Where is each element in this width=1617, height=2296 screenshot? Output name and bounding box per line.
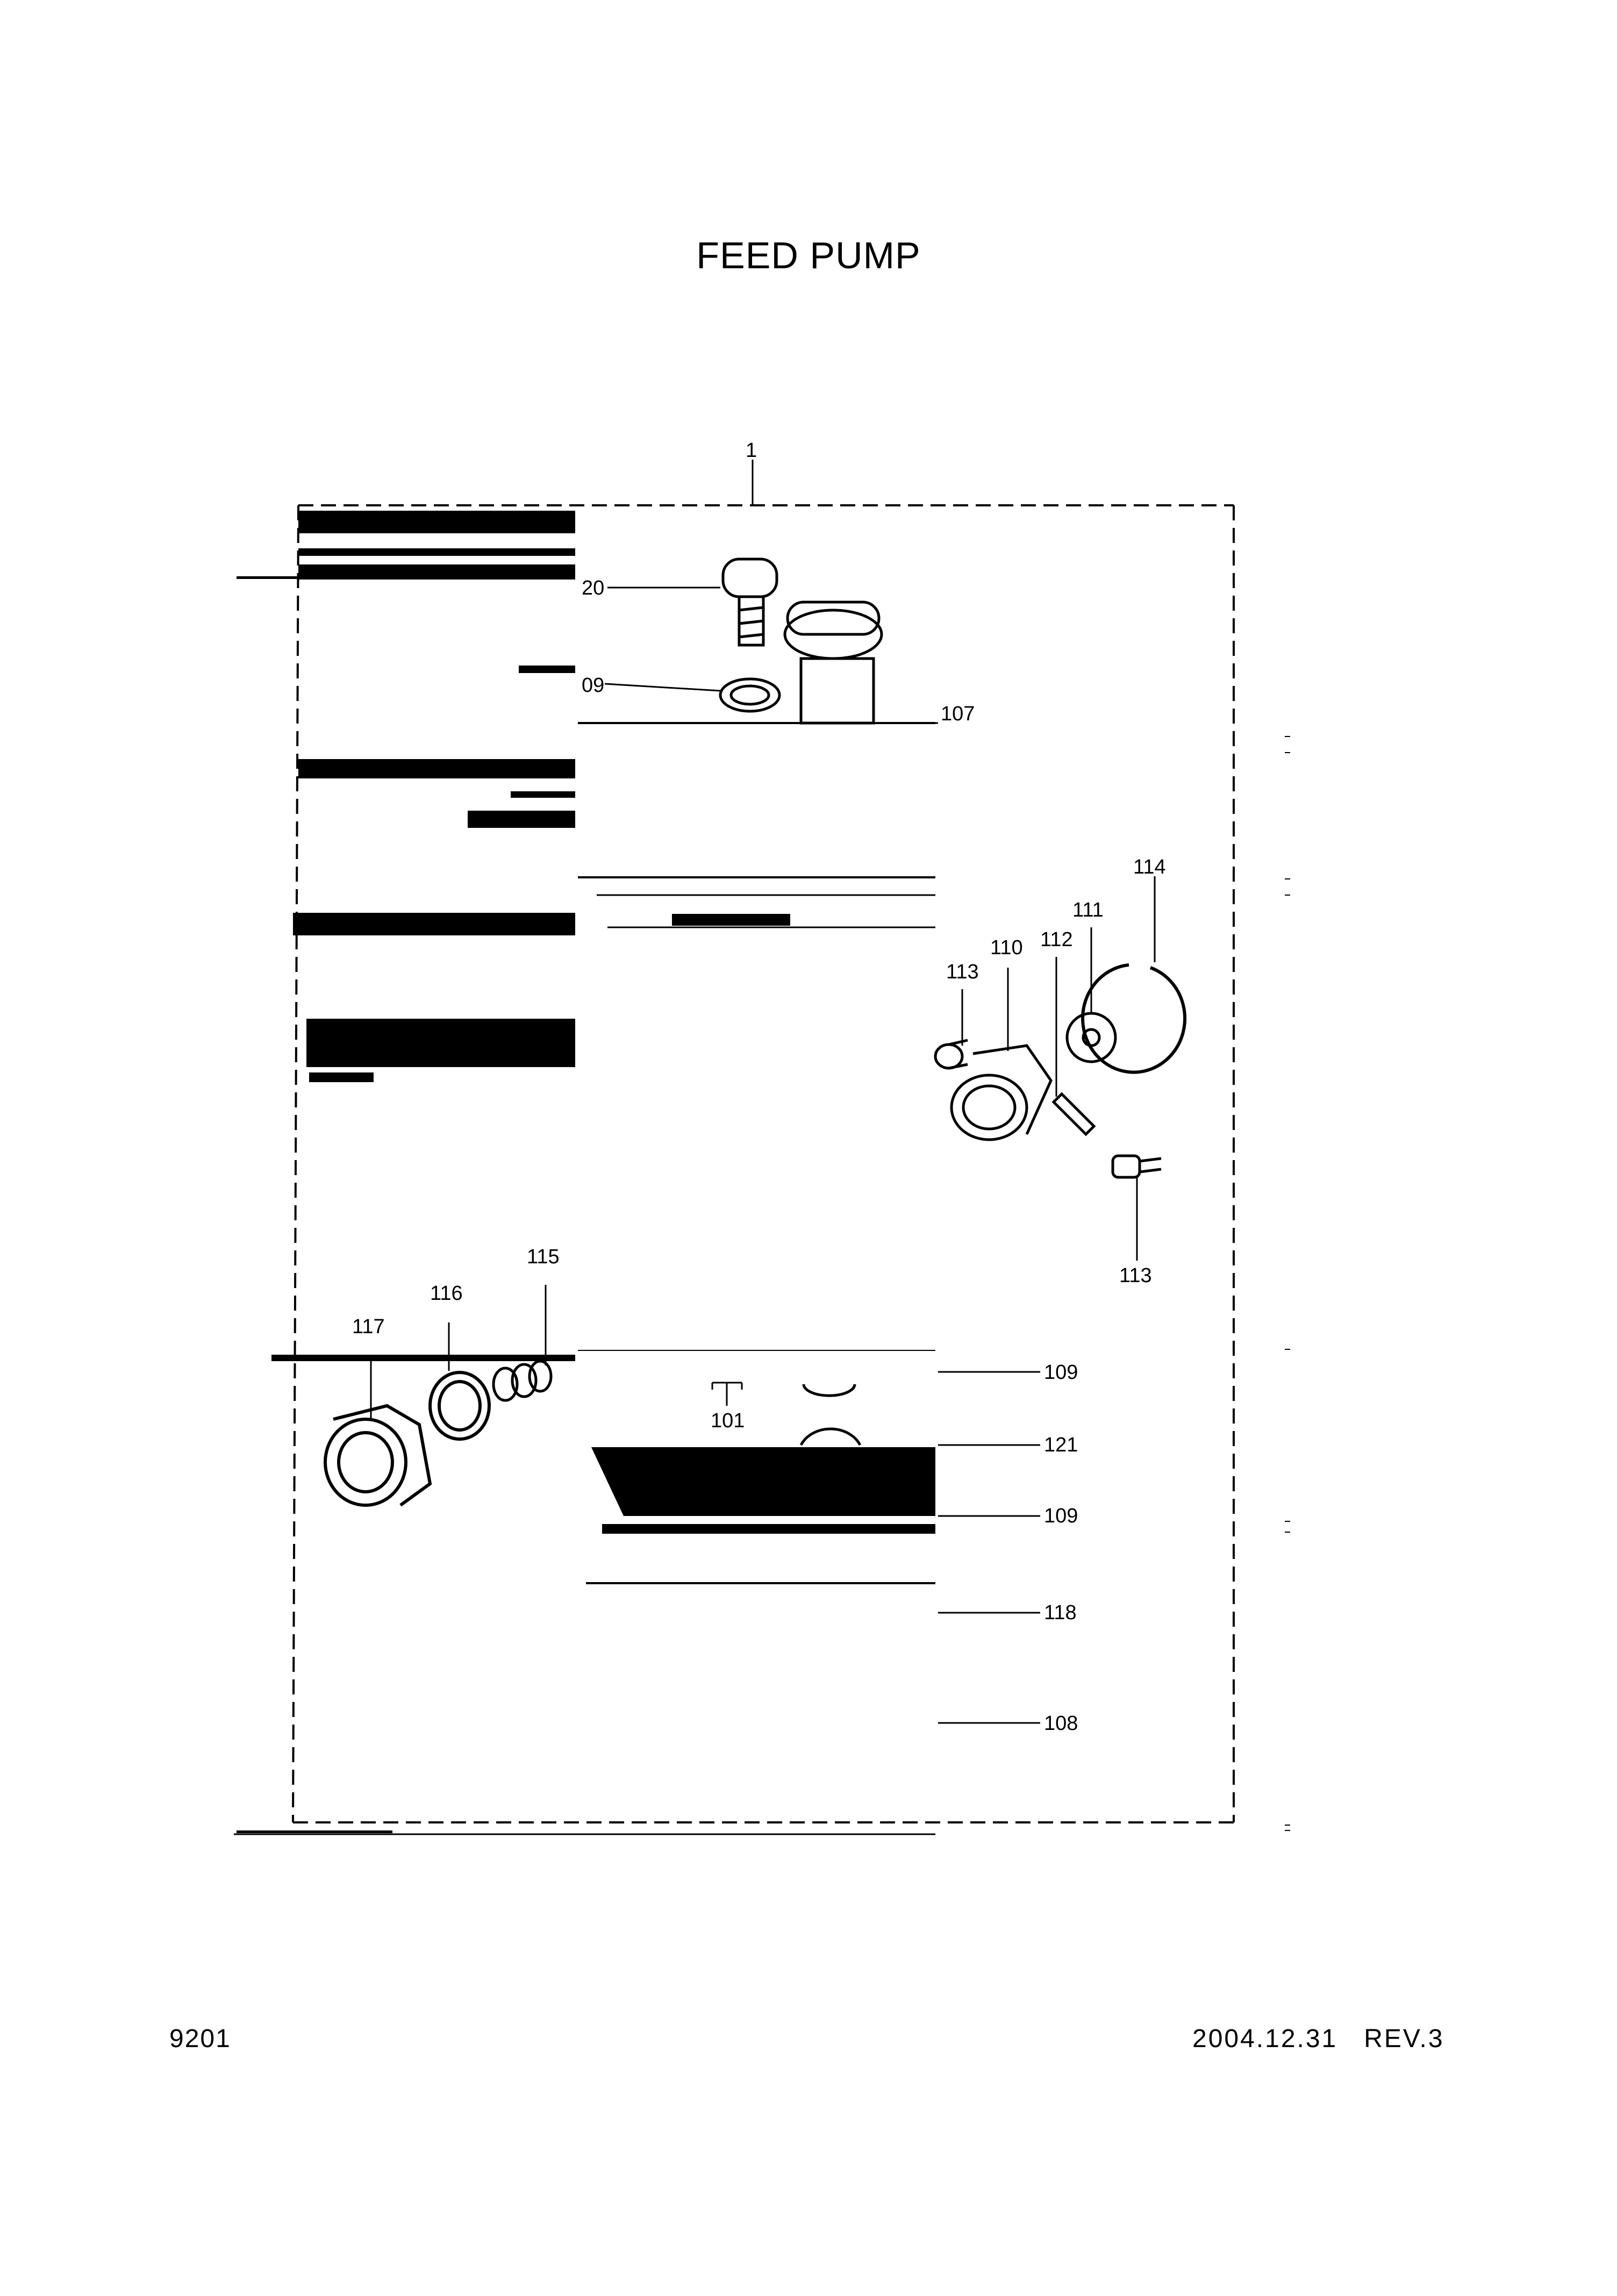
callout-109-upper: 109 <box>1044 1361 1078 1384</box>
callout-20: 20 <box>582 577 604 599</box>
callout-114: 114 <box>1133 856 1166 878</box>
callout-112: 112 <box>1040 928 1073 951</box>
pump-body-left-section <box>237 511 575 1833</box>
callout-101: 101 <box>711 1410 745 1432</box>
gasket-part <box>428 1371 491 1441</box>
callout-108: 108 <box>1044 1712 1078 1735</box>
page-code: 9201 <box>169 2025 231 2053</box>
spring-part <box>492 1360 553 1402</box>
bleeder-screw-part <box>721 557 778 647</box>
callout-09: 09 <box>582 674 604 697</box>
page-title: FEED PUMP <box>696 234 921 276</box>
priming-pump-knob <box>783 600 883 725</box>
callout-107: 107 <box>941 703 975 725</box>
pump-body-center-section <box>234 722 935 1835</box>
callout-1: 1 <box>746 439 757 462</box>
roller-pin-part <box>1051 1092 1096 1136</box>
guide-pin-left-part <box>934 1039 968 1070</box>
callout-113-left: 113 <box>946 961 979 983</box>
revision-date: 2004.12.31 REV.3 <box>1192 2025 1444 2053</box>
snap-ring-part <box>1081 963 1187 1074</box>
assembly-boundary <box>292 504 1235 1823</box>
guide-pin-right-part <box>1111 1154 1162 1179</box>
roller-part <box>1065 1012 1117 1063</box>
plug-part <box>324 1404 432 1507</box>
callout-109-lower: 109 <box>1044 1505 1078 1527</box>
callout-118: 118 <box>1044 1601 1077 1624</box>
callout-116: 116 <box>430 1282 463 1305</box>
nut-part <box>799 1384 862 1446</box>
callout-113-right: 113 <box>1119 1264 1152 1287</box>
callout-labels: 1 20 09 107 114 111 112 110 113 113 115 … <box>352 439 1166 1735</box>
callout-111: 111 <box>1072 899 1104 921</box>
callout-117: 117 <box>352 1315 385 1338</box>
callout-110: 110 <box>990 936 1023 959</box>
callout-121: 121 <box>1044 1434 1078 1456</box>
callout-115: 115 <box>527 1246 560 1268</box>
tappet-part <box>950 1044 1053 1141</box>
washer-part <box>719 677 781 713</box>
leader-lines <box>370 460 1156 1724</box>
margin-marks <box>1285 736 1290 1831</box>
